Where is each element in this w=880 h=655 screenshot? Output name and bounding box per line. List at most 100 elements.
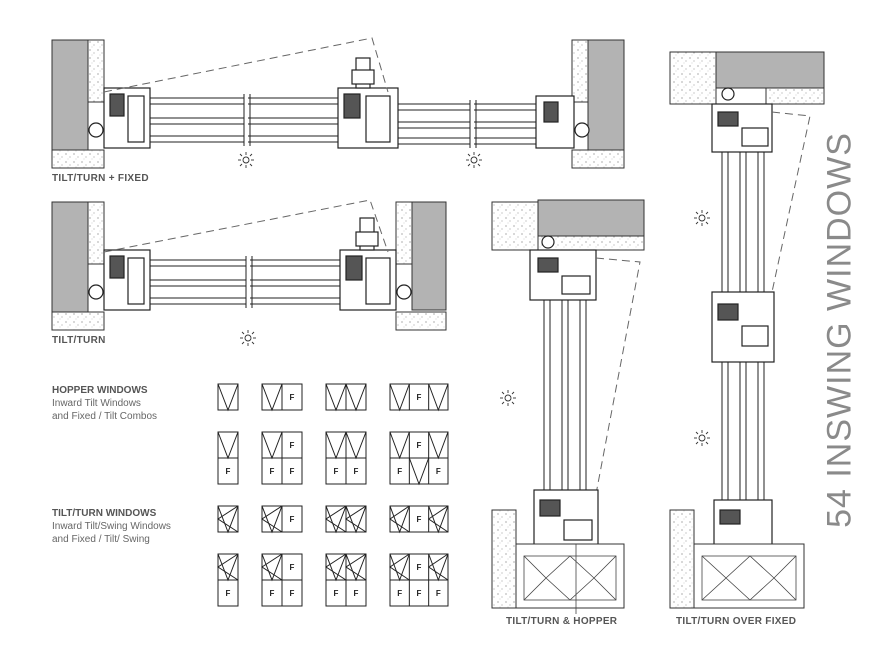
- detail-tilt-turn-fixed: [51, 37, 625, 169]
- swing-arc-dashed: [103, 37, 389, 93]
- fixed-mark: F: [397, 467, 402, 476]
- fixed-mark: F: [417, 563, 422, 572]
- fixed-mark: F: [290, 515, 295, 524]
- head-wall-beam: [537, 199, 645, 237]
- right-sill: [571, 149, 625, 169]
- right-frame-profile: [535, 95, 590, 149]
- hopper-legend-line2: and Fixed / Tilt Combos: [52, 411, 158, 422]
- sun-icon: [694, 210, 710, 226]
- fixed-mark: F: [417, 441, 422, 450]
- window-type-icon: F F F: [261, 553, 303, 607]
- window-type-icon: F: [217, 553, 239, 607]
- right-wall-return: [395, 201, 413, 265]
- label-tilt-turn-fixed: TILT/TURN + FIXED: [52, 173, 149, 184]
- window-type-icon: F: [217, 431, 239, 485]
- sill-board: [515, 543, 625, 609]
- swing-arc-dashed: [771, 111, 811, 293]
- right-sill: [395, 311, 447, 331]
- head-wall-left: [669, 51, 717, 105]
- sun-icon: [238, 152, 254, 168]
- left-wall-jamb: [51, 201, 89, 313]
- fixed-mark: F: [417, 589, 422, 598]
- right-frame-profile: [339, 217, 412, 311]
- label-tilt-turn-hopper: TILT/TURN & HOPPER: [506, 616, 618, 627]
- window-type-icon: F: [261, 505, 303, 534]
- fixed-mark: F: [270, 467, 275, 476]
- label-tilt-turn: TILT/TURN: [52, 335, 106, 346]
- insulation-hatch: [701, 555, 797, 601]
- swing-arc-dashed: [103, 199, 389, 253]
- right-wall-jamb: [587, 39, 625, 151]
- window-type-icon: F F F: [389, 431, 449, 486]
- center-mullion-profile: [337, 57, 399, 149]
- detail-tilt-turn-hopper: [491, 199, 645, 614]
- head-wall-left: [491, 201, 539, 251]
- right-wall-jamb: [411, 201, 447, 311]
- lower-glazing-unit: [721, 362, 765, 500]
- fixed-mark: F: [417, 515, 422, 524]
- fixed-mark: F: [436, 467, 441, 476]
- fixed-mark: F: [290, 441, 295, 450]
- swing-arc-dashed: [595, 257, 641, 495]
- sill-board: [693, 543, 805, 609]
- window-type-icon: F F F F: [389, 553, 449, 607]
- left-frame-profile: [88, 249, 151, 311]
- detail-tilt-turn: [51, 199, 447, 346]
- tilt-legend-line2: and Fixed / Tilt/ Swing: [52, 534, 150, 545]
- label-tilt-turn-over-fixed: TILT/TURN OVER FIXED: [676, 616, 797, 627]
- tilt-legend-line1: Inward Tilt/Swing Windows: [52, 521, 171, 532]
- window-type-icon: [325, 505, 367, 534]
- fixed-mark: F: [290, 563, 295, 572]
- right-wall-return: [571, 39, 589, 103]
- window-type-icon: [217, 383, 239, 412]
- sun-icon: [500, 390, 516, 406]
- left-sill: [51, 311, 105, 331]
- head-frame-profile: [529, 235, 597, 301]
- window-type-icon: [217, 505, 239, 534]
- sun-icon: [466, 152, 482, 168]
- left-wall-return: [87, 39, 105, 103]
- fixed-mark: F: [417, 393, 422, 402]
- window-type-icon: F: [261, 383, 303, 412]
- sill-wall: [669, 509, 695, 609]
- left-wall-return: [87, 201, 105, 265]
- head-frame-profile: [711, 87, 773, 153]
- fixed-mark: F: [290, 589, 295, 598]
- window-type-icon: [325, 383, 367, 412]
- head-wall-beam: [715, 51, 825, 89]
- hopper-legend-heading: HOPPER WINDOWS: [52, 385, 148, 396]
- window-type-icon: F: [389, 383, 449, 412]
- sheet-title: 54 INSWING WINDOWS: [820, 132, 859, 528]
- sill-frame-profile: [533, 489, 599, 549]
- vertical-glazing-unit: [543, 300, 587, 490]
- detail-tilt-turn-over-fixed: [669, 51, 825, 609]
- fixed-mark: F: [290, 393, 295, 402]
- window-type-icon: F F F: [261, 431, 303, 485]
- insulation-hatch: [523, 544, 617, 614]
- sill-wall: [491, 509, 517, 609]
- tilt-legend-heading: TILT/TURN WINDOWS: [52, 508, 157, 519]
- hopper-legend-line1: Inward Tilt Windows: [52, 398, 141, 409]
- fixed-mark: F: [226, 467, 231, 476]
- left-frame-profile: [88, 87, 151, 149]
- upper-glazing-unit: [721, 152, 765, 292]
- left-glazing-unit: [150, 94, 338, 146]
- sun-icon: [240, 330, 256, 346]
- fixed-mark: F: [354, 467, 359, 476]
- sill-frame-profile: [713, 499, 773, 553]
- head-wall-soffit: [765, 87, 825, 105]
- fixed-mark: F: [270, 589, 275, 598]
- left-wall-jamb: [51, 39, 89, 151]
- glazing-unit: [150, 256, 340, 308]
- sun-icon: [694, 430, 710, 446]
- right-glazing-unit: [398, 100, 536, 148]
- transom-profile: [711, 291, 775, 363]
- window-type-icon: F: [389, 505, 449, 534]
- fixed-mark: F: [290, 467, 295, 476]
- fixed-mark: F: [397, 589, 402, 598]
- fixed-mark: F: [334, 589, 339, 598]
- fixed-mark: F: [436, 589, 441, 598]
